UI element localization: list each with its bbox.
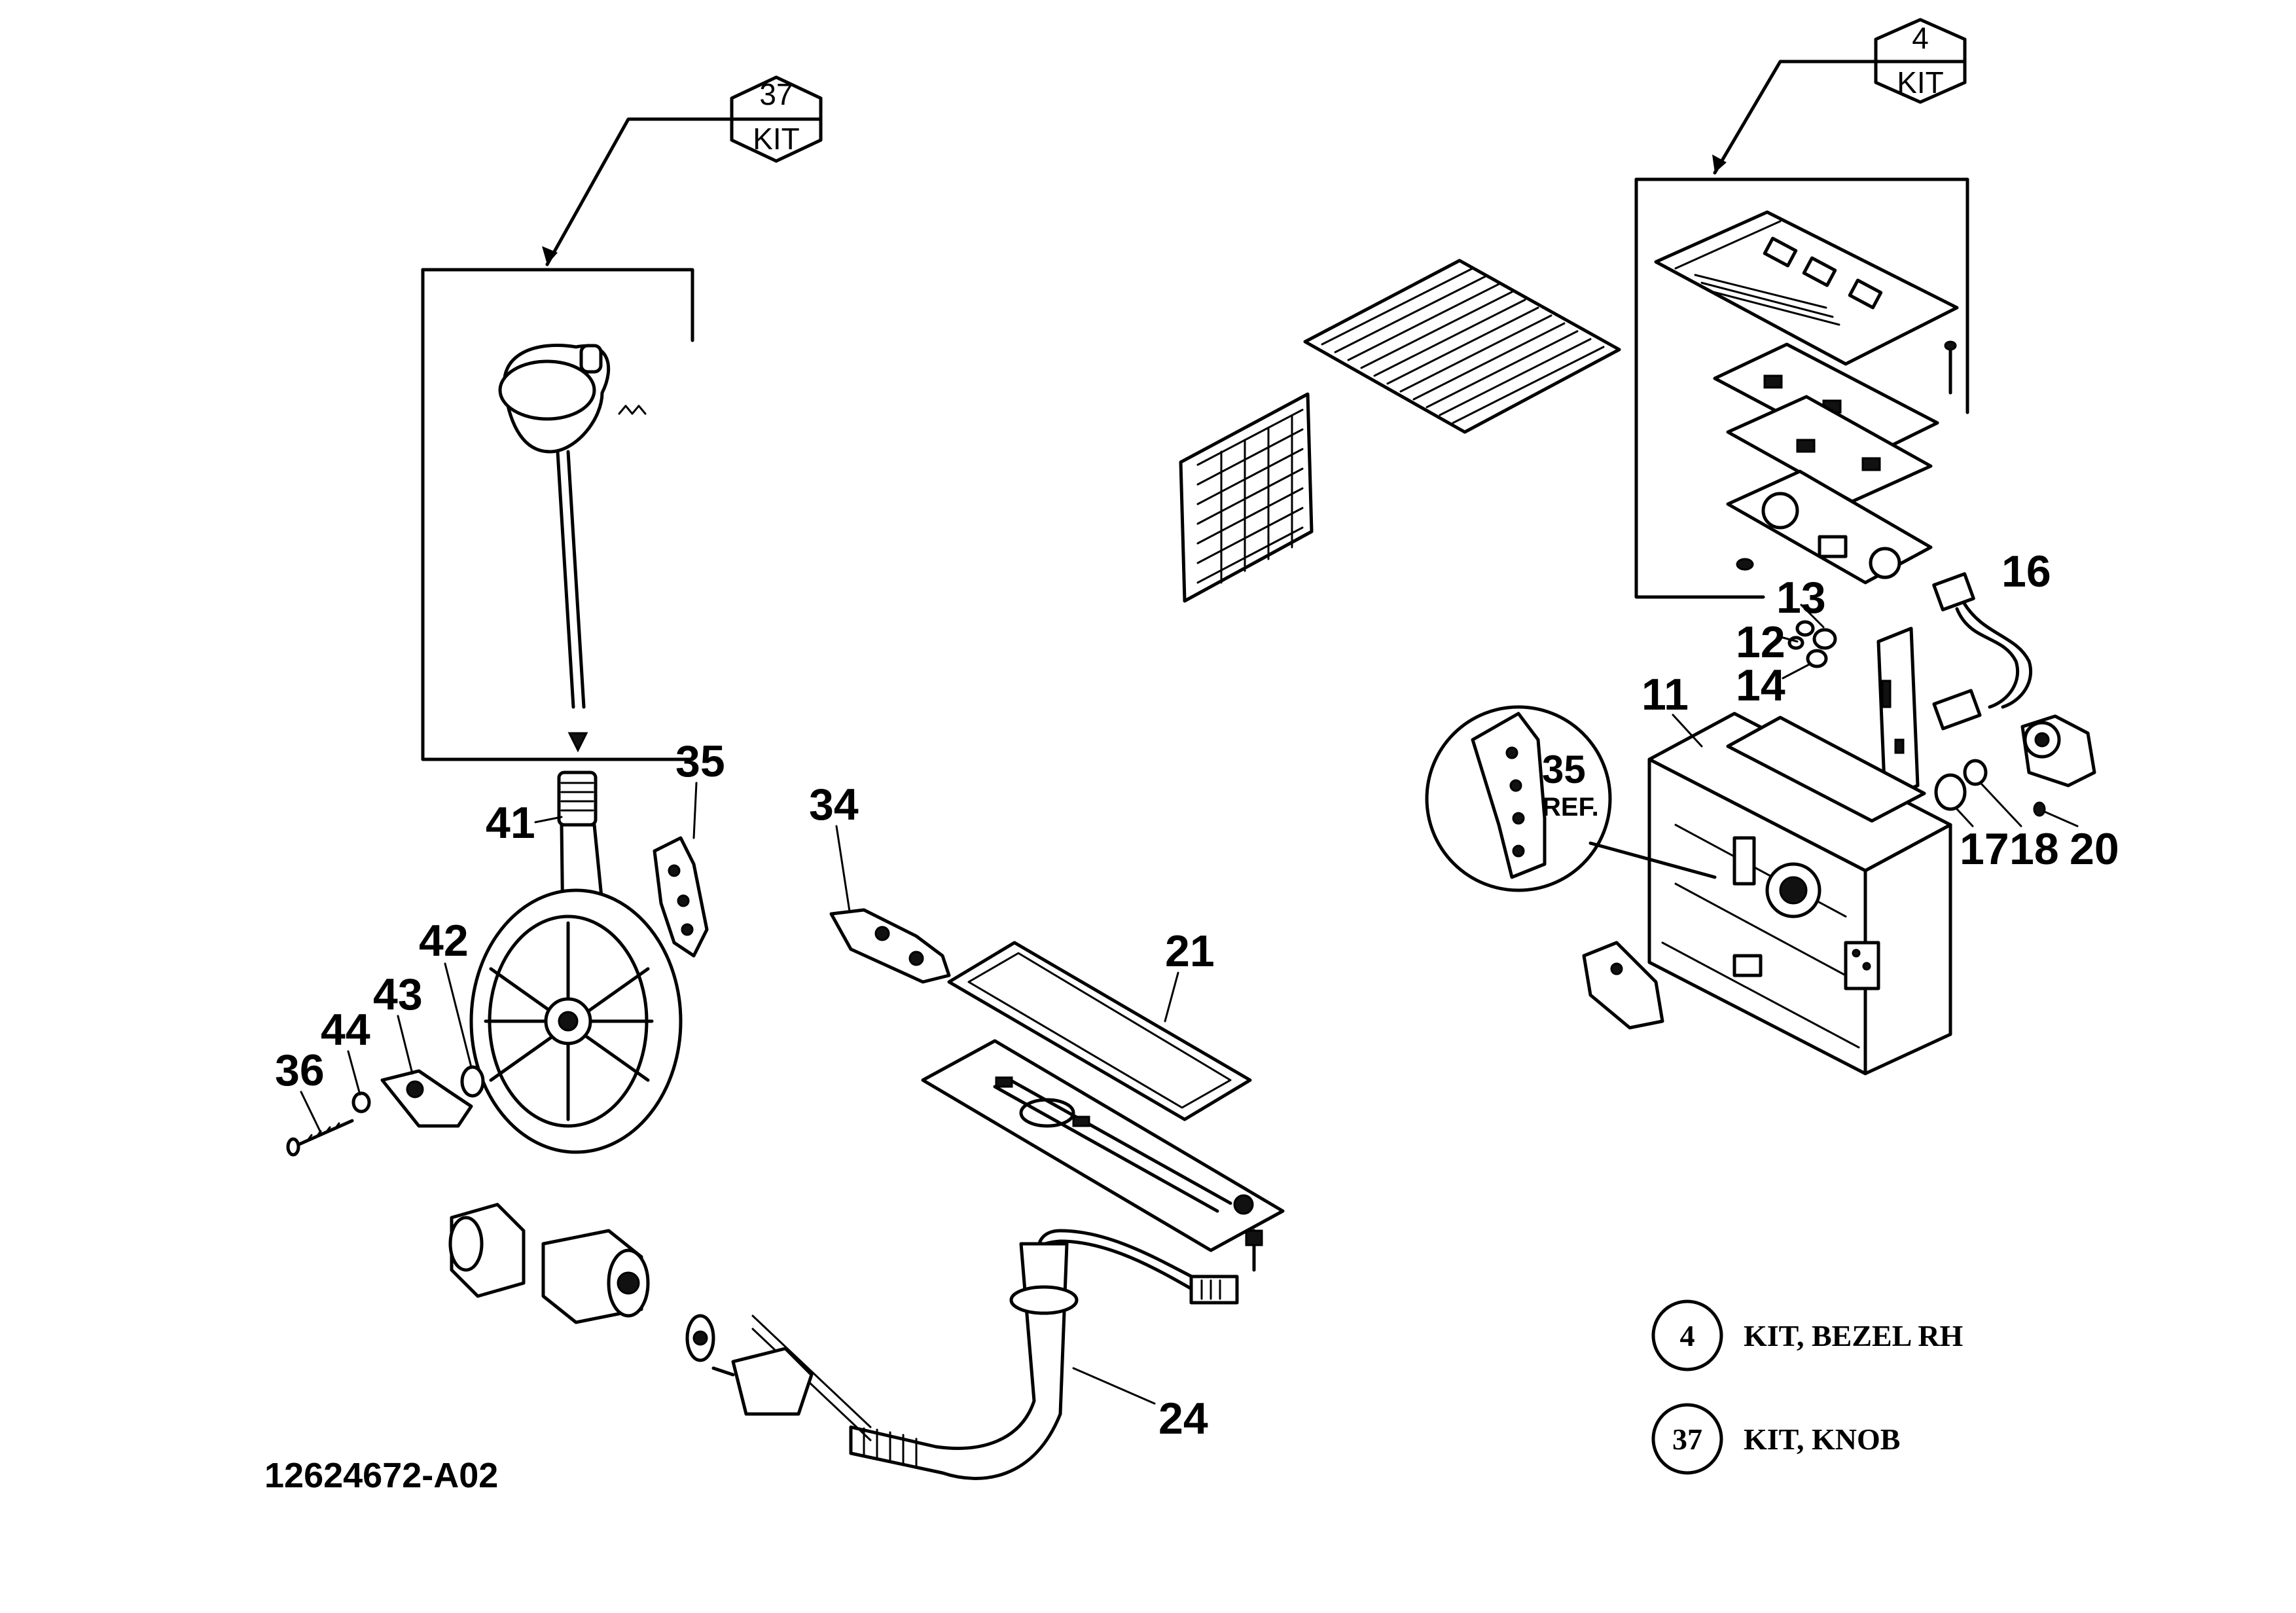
legend-kit-4-circle (1651, 1299, 1723, 1371)
callout-21: 21 (1165, 926, 1215, 976)
legend-kit-37-number: 37 (1672, 1423, 1702, 1456)
detent-plate-35[interactable] (653, 836, 709, 958)
callout-34: 34 (809, 780, 859, 829)
callout-17: 17 (1960, 824, 2009, 874)
jumper-harness-16[interactable] (1932, 572, 2033, 731)
drawing-number: 12624672-A02 (264, 1456, 498, 1495)
bracket-43[interactable] (380, 1069, 473, 1128)
indicator-board[interactable] (1726, 469, 1933, 585)
callouts: 41 35 42 43 44 36 34 21 24 13 12 14 16 1… (275, 547, 2119, 1443)
side-clip[interactable] (1582, 941, 1664, 1030)
callout-42: 42 (419, 916, 469, 966)
housing-11[interactable] (1647, 712, 1952, 1076)
callout-43: 43 (373, 970, 423, 1019)
lens-grid-large[interactable] (1303, 259, 1621, 434)
detail-view-35-ref (1425, 705, 1717, 892)
shift-knob[interactable] (498, 344, 647, 753)
callout-35-ref-number: 35 (1542, 748, 1586, 791)
ring-42[interactable] (460, 1065, 485, 1098)
screw-36[interactable] (286, 1119, 354, 1157)
washer-44[interactable] (351, 1091, 371, 1114)
legend: 4 KIT, BEZEL RH 37 KIT, KNOB (1651, 1299, 1964, 1475)
callout-20: 20 (2070, 824, 2119, 874)
bezel[interactable] (1654, 210, 1959, 395)
callout-13: 13 (1776, 573, 1826, 623)
clip-34[interactable] (829, 908, 951, 984)
callout-11: 11 (1641, 670, 1689, 719)
callout-24: 24 (1158, 1394, 1208, 1443)
kit-tag-4-number: 4 (1912, 21, 1929, 55)
legend-kit-37-circle (1651, 1403, 1723, 1475)
callout-41: 41 (486, 798, 535, 848)
kit-4-bracket (1634, 177, 1969, 414)
kit-4-arrowhead (1712, 154, 1727, 173)
ring-17[interactable] (1934, 773, 1967, 811)
lens-grid-small[interactable] (1179, 392, 1314, 603)
kit-tag-37-label: KIT (753, 122, 800, 156)
shift-lever-41[interactable] (469, 770, 683, 1154)
callout-14: 14 (1736, 661, 1785, 710)
callout-44: 44 (321, 1005, 370, 1055)
kit-tag-4-label: KIT (1897, 65, 1944, 100)
bezel-kit-group: 4 KIT (1179, 18, 2096, 1076)
knob-kit-group: 37 KIT (286, 75, 1285, 1480)
kit-37-leader (545, 117, 734, 266)
small-washer[interactable] (1736, 558, 1754, 571)
kit-tag-4[interactable]: 4 KIT (1874, 18, 1967, 104)
callout-36: 36 (275, 1045, 325, 1095)
base-plate[interactable] (921, 1039, 1285, 1272)
ring-18[interactable] (1963, 759, 1988, 786)
kit-tag-37-number: 37 (759, 77, 793, 111)
legend-kit-4-number: 4 (1680, 1319, 1695, 1352)
legend-kit-37-text: KIT, KNOB (1744, 1423, 1900, 1456)
kit-37-bracket (421, 268, 694, 761)
callout-35-ref-text: REF. (1542, 793, 1599, 822)
callout-12: 12 (1736, 617, 1785, 667)
legend-kit-4-text: KIT, BEZEL RH (1744, 1319, 1964, 1352)
callout-35: 35 (675, 736, 725, 786)
callout-16: 16 (2001, 547, 2051, 596)
kit-37-arrowhead (542, 246, 558, 264)
screw-20[interactable] (2033, 801, 2046, 817)
kit-tag-37[interactable]: 37 KIT (730, 75, 823, 163)
legend-item-kit-4: 4 KIT, BEZEL RH (1651, 1299, 1964, 1371)
circuit-board[interactable] (1876, 626, 1920, 801)
harness-connector[interactable] (448, 1203, 814, 1416)
callout-18: 18 (2009, 824, 2059, 874)
legend-item-kit-37: 37 KIT, KNOB (1651, 1403, 1900, 1475)
gasket-21[interactable] (947, 941, 1252, 1121)
actuator-assembly[interactable] (2020, 714, 2096, 788)
wire-harness-24[interactable] (751, 1229, 1239, 1480)
lamp-holders[interactable] (1782, 604, 1837, 680)
kit-4-leader (1713, 60, 1878, 175)
